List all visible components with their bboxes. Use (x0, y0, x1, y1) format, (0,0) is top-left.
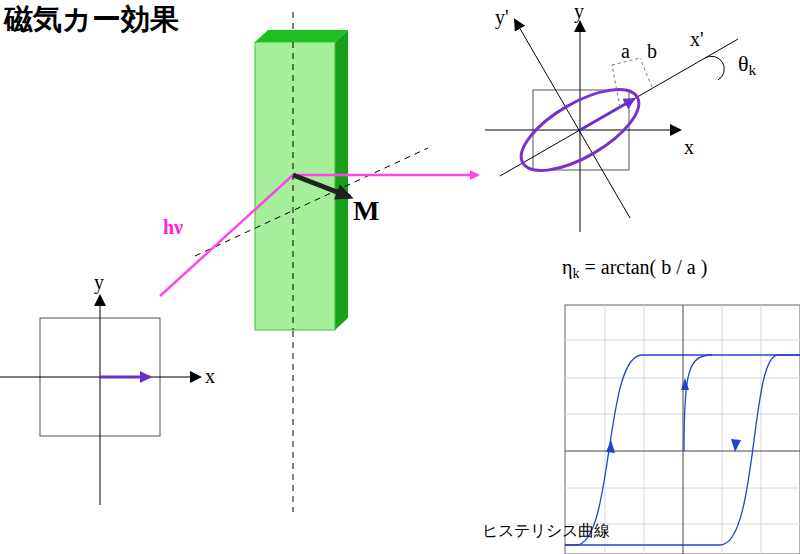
axis-label: x (684, 136, 694, 158)
normal-line (293, 12, 294, 512)
axis-label: y (574, 0, 584, 22)
axis-label: b (647, 40, 657, 62)
output-polarization (485, 20, 738, 232)
reflected-beam (293, 174, 478, 177)
input-polarization (0, 296, 200, 505)
axis-label: y (94, 271, 104, 293)
axis-label: x' (690, 28, 704, 50)
axis-label: x (205, 365, 215, 387)
magnetization-arrow (293, 175, 350, 197)
angle-label: θk (738, 52, 756, 76)
formula-label: ηk = arctan( b / a ) (562, 256, 707, 278)
chart-caption: ヒステリシス曲線 (482, 522, 610, 540)
hysteresis-chart (565, 305, 800, 554)
diagram-title: 磁気カー効果 (4, 4, 179, 36)
axis-label: y' (495, 6, 509, 28)
magnetization-label: M (353, 196, 379, 227)
axis-label: a (621, 40, 630, 62)
beam-label: hν (163, 216, 183, 238)
plane-line (195, 148, 428, 256)
incident-beam (160, 175, 293, 296)
